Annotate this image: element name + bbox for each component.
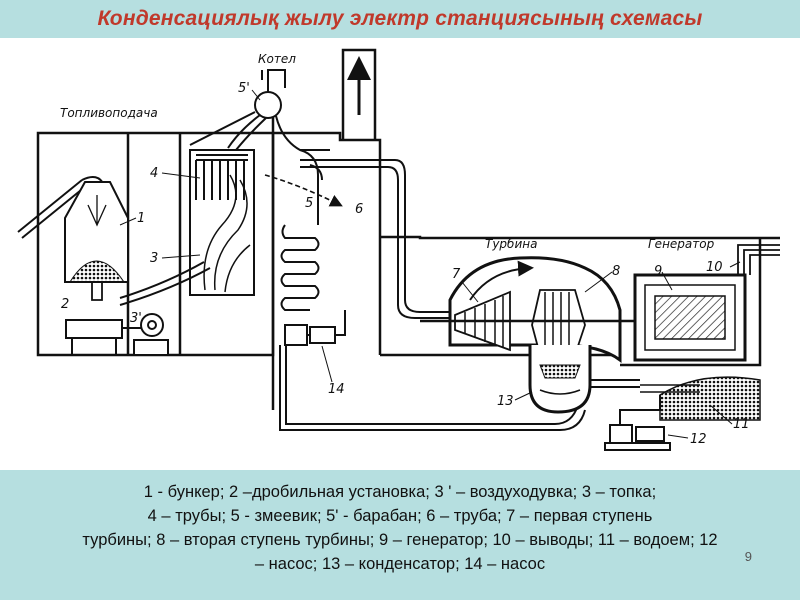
chimney — [341, 48, 377, 140]
label-generator: Генератор — [648, 237, 715, 251]
condenser — [528, 345, 640, 414]
callout-7: 7 — [452, 267, 461, 282]
callout-10: 10 — [706, 260, 723, 275]
label-boiler: Котел — [258, 52, 296, 66]
callout-4: 4 — [150, 166, 158, 181]
caption-line-3: турбины; 8 – вторая ступень турбины; 9 –… — [82, 531, 718, 549]
callout-5: 5 — [305, 196, 313, 211]
flue-gas-path — [264, 174, 343, 207]
title-bar: Конденсациялық жылу электр станциясының … — [0, 0, 800, 38]
callout-3: 3 — [150, 251, 158, 266]
caption-line-2: 4 – трубы; 5 - змеевик; 5' - барабан; 6 … — [147, 507, 653, 525]
drum — [189, 69, 330, 151]
callout-8: 8 — [612, 264, 620, 279]
feed-pump — [279, 310, 586, 431]
leader-lines — [119, 89, 741, 439]
reservoir — [640, 376, 761, 421]
callout-2: 2 — [61, 297, 69, 312]
callout-1: 1 — [137, 211, 145, 226]
steam-line — [300, 159, 450, 319]
generator — [633, 273, 747, 362]
caption-line-4: – насос; 13 – конденсатор; 14 – насос — [254, 555, 546, 573]
label-fuel-supply: Топливоподача — [60, 106, 158, 120]
caption-line-1: 1 - бункер; 2 –дробильная установка; 3 '… — [143, 483, 657, 501]
furnace — [189, 149, 255, 296]
slide-number: 9 — [744, 549, 752, 564]
callout-5p: 5' — [238, 81, 250, 96]
crusher — [65, 319, 160, 355]
callout-3p: 3' — [130, 311, 142, 326]
legend-caption: 1 - бункер; 2 –дробильная установка; 3 '… — [0, 470, 800, 600]
generator-outputs — [737, 244, 780, 275]
callout-9: 9 — [654, 264, 662, 279]
callout-11: 11 — [733, 417, 750, 432]
circulation-pump — [604, 395, 671, 451]
bunker — [64, 181, 129, 301]
callout-6: 6 — [355, 202, 363, 217]
power-plant-diagram: Котел Топливоподача Турбина Генератор 1 … — [0, 38, 800, 470]
label-turbine: Турбина — [485, 237, 537, 251]
turbine — [420, 256, 660, 363]
coil — [280, 149, 323, 311]
building-outline — [36, 110, 780, 410]
slide-title: Конденсациялық жылу электр станциясының … — [97, 7, 703, 30]
callout-12: 12 — [690, 432, 707, 447]
diagram-svg: Котел Топливоподача Турбина Генератор 1 … — [17, 48, 780, 451]
callout-13: 13 — [497, 394, 514, 409]
blower — [119, 261, 211, 356]
callout-14: 14 — [328, 382, 345, 397]
